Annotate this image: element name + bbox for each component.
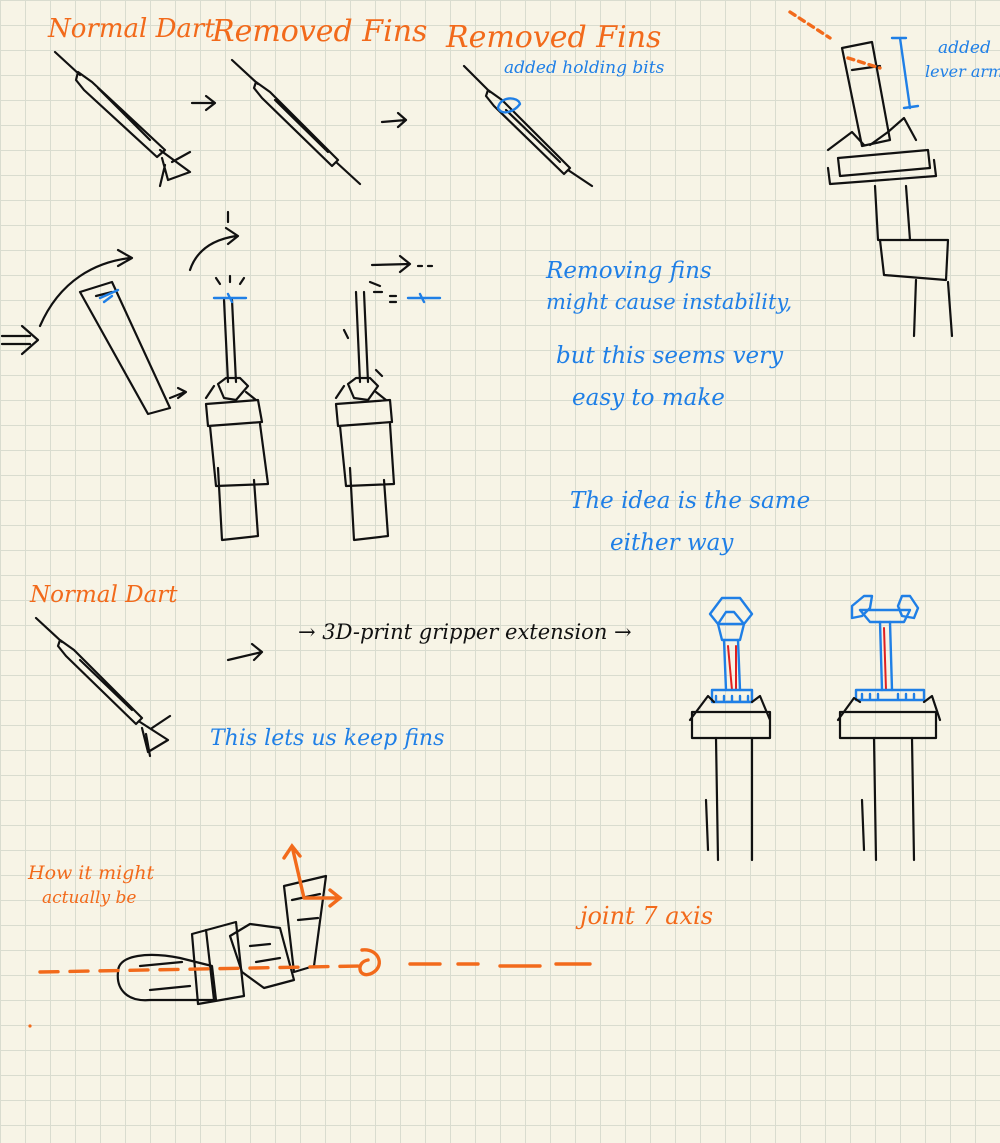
gripper-extension-2 [838,596,940,860]
tilted-bar [80,282,186,414]
arrow-bottom-1 [228,644,262,660]
small-dot [28,1024,31,1027]
dart-with-holding-bits [464,66,592,186]
big-arrow-left [2,326,38,354]
dart-no-fins-1 [232,60,360,184]
gripper-extension-1 [690,598,770,860]
robot-arm-sketch [118,876,326,1004]
dart-with-fins-top [55,52,190,186]
lever-arm-sketch [790,12,952,336]
arrow-mid-1 [372,256,432,272]
orange-axis-arrows [284,846,340,906]
dart-with-fins-bottom [36,618,170,756]
flick-arrow [190,212,238,270]
arrow-top-2 [382,113,406,127]
gripper-arm-2 [336,282,440,540]
arrow-top-1 [192,96,215,110]
gripper-arm-1 [206,276,268,540]
swing-arrow [40,250,132,326]
